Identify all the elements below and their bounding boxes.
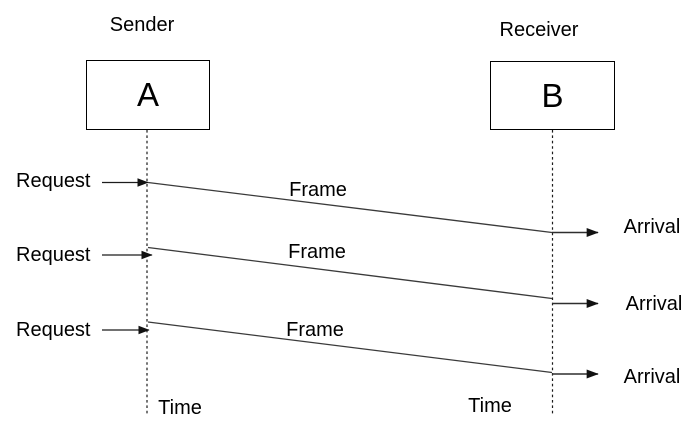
receiver-node-box: B — [490, 61, 615, 130]
receiver-node-label: B — [541, 76, 564, 114]
arrival-label-3: Arrival — [623, 366, 681, 388]
sender-node-box: A — [86, 60, 210, 130]
time-label-receiver: Time — [468, 395, 512, 417]
frame-line-2 — [147, 246, 553, 300]
frame-label-1: Frame — [289, 179, 347, 201]
frame-label-2: Frame — [288, 241, 346, 263]
frame-label-3: Frame — [286, 319, 344, 341]
time-label-sender: Time — [158, 397, 202, 419]
receiver-role-label: Receiver — [499, 19, 579, 41]
request-label-2: Request — [16, 244, 91, 266]
frame-line-3 — [147, 321, 553, 374]
request-label-3: Request — [16, 319, 91, 341]
request-label-1: Request — [16, 170, 91, 192]
frame-line-1 — [147, 181, 553, 234]
arrival-label-1: Arrival — [623, 216, 681, 238]
sender-node-label: A — [136, 76, 159, 113]
arrival-label-2: Arrival — [625, 293, 683, 315]
sender-role-label: Sender — [109, 14, 175, 36]
